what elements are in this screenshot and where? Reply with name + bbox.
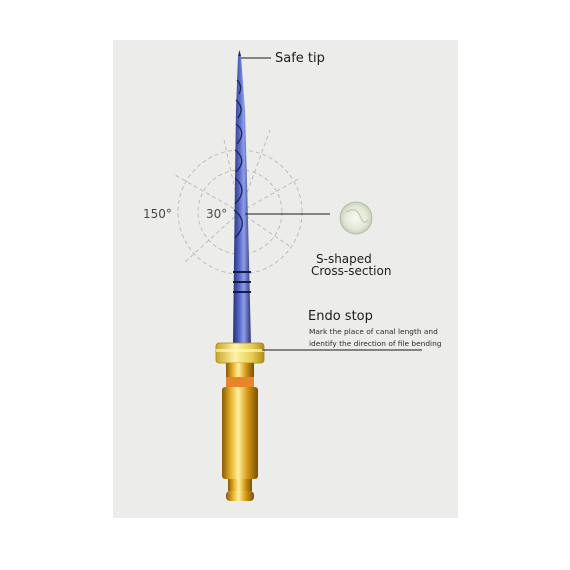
endo-stop-description-line2: identify the direction of file bending [309,339,442,348]
blade-body [233,56,251,346]
endo-stop-label: Endo stop [308,309,373,324]
angle-guide-line [239,211,293,249]
endo-stop-description-line1: Mark the place of canal length and [309,327,438,336]
safe-tip-label: Safe tip [275,51,325,66]
outer-angle-arc [177,149,303,275]
angle-150-label: 150° [143,207,172,221]
cross-section-label-line2: Cross-section [311,264,392,278]
leader-lines [241,57,422,351]
diagram-panel [113,40,458,518]
angle-30-label: 30° [206,207,228,221]
file-blade [233,50,251,346]
blade-depth-marks [233,271,251,293]
handle-neck [226,363,254,377]
blade-flutes [233,79,243,239]
handle-base [228,479,252,491]
angle-guide-line [184,211,241,263]
cross-section-label-line1: S-shaped [316,252,372,266]
safe-tip-point [238,50,241,56]
handle-body [222,387,258,479]
file-handle [222,363,258,501]
handle-orange-band [226,377,254,387]
angle-guide-line [223,139,241,213]
angle-guide-line [239,177,301,213]
angle-guide-line [174,174,241,213]
handle-tip [226,491,254,501]
s-shaped-cross-section-icon [339,201,373,235]
endo-stop-ring [215,342,265,364]
